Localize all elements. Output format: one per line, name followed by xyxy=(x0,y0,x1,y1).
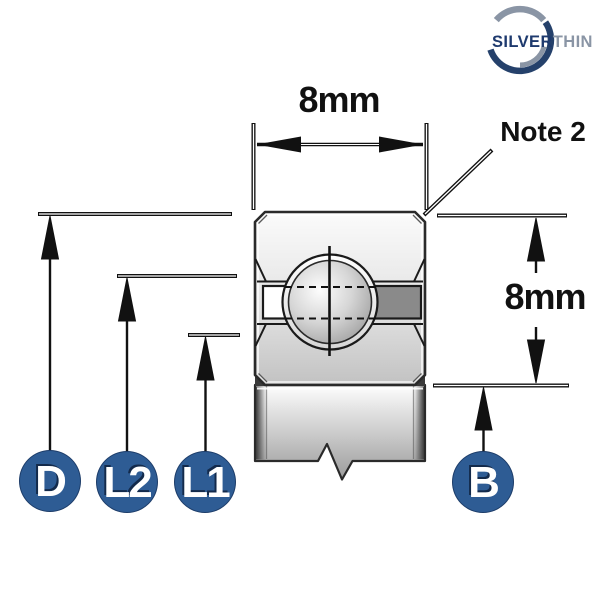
logo-ring-icon xyxy=(487,5,555,75)
logo-arc-gray xyxy=(493,5,547,23)
lower-body-left-shade xyxy=(256,386,266,460)
bearing-cross-section xyxy=(253,210,427,387)
arrowhead-left xyxy=(256,136,301,153)
lower-body-shape xyxy=(253,383,427,481)
logo-text-primary: SILVER xyxy=(492,33,553,51)
logo-text-secondary: THIN xyxy=(552,33,593,51)
chamfer-line-tl xyxy=(258,214,268,224)
top-width-dimension xyxy=(256,136,424,153)
dimension-label-width: 8mm xyxy=(298,79,380,120)
dimension-lines xyxy=(38,123,569,452)
callout-l2: L2 xyxy=(96,451,158,513)
chamfer-line-bl xyxy=(258,373,268,383)
callout-l1: L1 xyxy=(174,451,236,513)
bearing-lower-body xyxy=(253,383,427,481)
note-label: Note 2 xyxy=(500,116,586,147)
shoulder-chamfer-br xyxy=(413,323,426,347)
dimension-label-height: 8mm xyxy=(504,276,586,317)
shoulder-chamfer-bl xyxy=(254,323,267,347)
logo-arc-inner-gray xyxy=(519,45,547,68)
lower-body-right-shade xyxy=(414,386,424,460)
logo-arc-navy xyxy=(487,20,555,75)
right-extension-lines xyxy=(433,213,569,388)
silverthin-logo: SILVERTHIN xyxy=(492,34,593,51)
height-dimension-arrows xyxy=(526,217,546,384)
inner-highlight xyxy=(257,214,423,383)
callout-outer-diameter: D xyxy=(19,450,81,512)
shoulder-chamfer-tl xyxy=(254,258,267,282)
callout-arrows xyxy=(40,215,493,452)
top-width-extension-lines xyxy=(251,123,429,210)
chamfer-line-tr xyxy=(412,214,422,224)
arrowhead-right xyxy=(379,136,424,153)
left-extension-lines xyxy=(38,212,240,337)
note-leader-line xyxy=(422,148,494,217)
chamfer-line-br xyxy=(412,373,422,383)
shoulder-chamfer-tr xyxy=(413,258,426,282)
callout-bore: B xyxy=(452,451,514,513)
